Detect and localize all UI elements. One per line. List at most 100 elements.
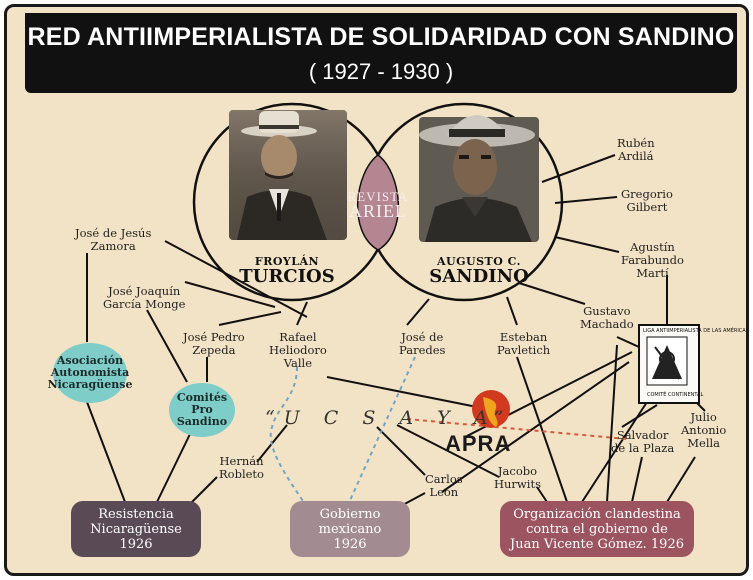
josedejesus-line-1: José de Jesús	[75, 226, 152, 240]
turcios-last-name: TURCIOS	[239, 266, 335, 287]
dashed-ucsaya-salvador	[406, 418, 628, 440]
link-sandino-gregorio	[554, 196, 618, 204]
link-rafael-apra	[326, 376, 478, 408]
gregorio-gilbert: Gregorio Gilbert	[621, 188, 673, 214]
gobierno-line-2: mexicano	[318, 521, 382, 537]
asociacion-autonomista-nicaraguense: Asociación Autonomista Nicaragüense	[48, 343, 132, 403]
link-sandino-josedeparedes	[406, 298, 430, 326]
link-jacobo-organizacion	[536, 486, 548, 503]
agustin-line-3: Martí	[636, 266, 669, 280]
josejoaquin-line-1: José Joaquín	[108, 284, 181, 298]
link-sandino-ruben	[541, 154, 616, 183]
emblem-top-text: LIGA ANTIIMPERIALISTA DE LAS AMÉRICAS	[643, 328, 749, 334]
esteban-line-1: Esteban	[499, 330, 548, 344]
rafael-line-3: Valle	[283, 356, 313, 370]
agustin-line-2: Farabundo	[621, 253, 684, 267]
comites-line-1: Comités	[176, 391, 228, 404]
revista-ariel-label: REVISTA ARIEL	[343, 189, 413, 220]
resistencia-line-2: Nicaragüense	[90, 521, 182, 537]
carlos-line-1: Carlos	[425, 472, 463, 486]
jacobo-hurwits: Jacobo Hurwits	[494, 465, 541, 491]
link-sandino-esteban	[506, 296, 518, 326]
gustavo-line-2: Machado	[580, 317, 634, 331]
link-emblem-julio	[696, 402, 706, 412]
ruben-line-1: Rubén	[617, 136, 655, 150]
turcios-first-name: FROYLÁN	[254, 255, 320, 268]
dashed-josedeparedes-gobierno	[346, 356, 416, 508]
josejoaquin-line-2: García Monge	[103, 297, 186, 311]
jose-joaquin-garcia-monge: José Joaquín García Monge	[103, 285, 185, 311]
julio-line-2: Antonio	[681, 423, 727, 437]
asociacion-line-1: Asociación	[56, 354, 124, 367]
ariel-word: ARIEL	[349, 201, 407, 221]
jacobo-line-1: Jacobo	[497, 464, 538, 478]
esteban-pavletich: Esteban Pavletich	[497, 331, 550, 357]
resistencia-line-1: Resistencia	[98, 506, 174, 522]
ruben-line-2: Ardilá	[618, 149, 654, 163]
hernan-line-1: Hernán	[219, 454, 264, 468]
link-ucsaya-jacobo	[396, 424, 500, 478]
esteban-line-2: Pavletich	[497, 343, 551, 357]
liga-emblem	[638, 324, 700, 404]
gustavo-machado: Gustavo Machado	[580, 305, 634, 331]
gustavo-line-1: Gustavo	[583, 304, 631, 318]
link-julio-organizacion	[666, 456, 696, 503]
sandino-last-name: SANDINO	[429, 266, 529, 287]
ucsaya-label: “U C S A Y A”	[265, 407, 513, 429]
gobierno-line-3: 1926	[333, 536, 367, 552]
link-turcios-josepedro	[218, 311, 282, 326]
julio-line-1: Julio	[690, 410, 717, 424]
link-gustavo-emblem	[616, 336, 640, 348]
julio-antonio-mella: Julio Antonio Mella	[681, 411, 726, 450]
resistencia-nicaraguense-box: Resistencia Nicaragüense 1926	[71, 501, 201, 557]
comites-line-3: Sandino	[176, 415, 228, 428]
sandino-first-name: AUGUSTO C.	[436, 255, 522, 268]
diagram-subtitle: ( 1927 - 1930 )	[308, 59, 454, 84]
apra-label: APRA	[445, 431, 512, 456]
salvador-line-1: Salvador	[616, 428, 669, 442]
turcios-portrait	[229, 110, 347, 240]
josepedro-line-1: José Pedro	[183, 330, 245, 344]
dashed-rafael-gobierno	[269, 366, 308, 508]
gregorio-line-1: Gregorio	[621, 187, 673, 201]
jose-de-paredes: José de Paredes	[399, 331, 445, 357]
link-esteban-organizacion	[516, 356, 568, 503]
sandino-portrait	[419, 115, 539, 242]
organizacion-line-1: Organización clandestina	[513, 506, 681, 522]
comites-line-2: Pro	[191, 403, 213, 416]
link-asociacion-resistencia	[86, 401, 126, 503]
carlos-leon: Carlos León	[425, 473, 463, 499]
rafael-line-2: Heliodoro	[269, 343, 327, 357]
paredes-line-1: José de	[401, 330, 444, 344]
gobierno-mexicano-box: Gobierno mexicano 1926	[290, 501, 410, 557]
link-turcios-rafael	[296, 301, 308, 326]
revista-ariel-lens	[357, 154, 399, 251]
josepedro-line-2: Zepeda	[192, 343, 236, 357]
sandino-name: AUGUSTO C. SANDINO	[419, 255, 539, 286]
gobierno-line-1: Gobierno	[319, 506, 381, 522]
rafael-heliodoro-valle: Rafael Heliodoro Valle	[269, 331, 327, 370]
diagram-title: RED ANTIIMPERIALISTA DE SOLIDARIDAD CON …	[27, 23, 735, 51]
link-josejoaquin-comites	[146, 309, 188, 383]
salvador-line-2: de la Plaza	[611, 441, 675, 455]
agustin-farabundo-marti: Agustín Farabundo Martí	[621, 241, 684, 280]
diagram-frame: RED ANTIIMPERIALISTA DE SOLIDARIDAD CON …	[4, 4, 749, 576]
agustin-line-1: Agustín	[630, 240, 675, 254]
asociacion-line-3: Nicaragüense	[47, 378, 133, 391]
revista-word: REVISTA	[347, 189, 409, 204]
link-emblem-salvador	[621, 404, 658, 428]
link-comites-resistencia	[156, 431, 192, 503]
jose-pedro-zepeda: José Pedro Zepeda	[183, 331, 245, 357]
link-ucsaya-carlos	[376, 426, 426, 476]
rafael-line-1: Rafael	[279, 330, 317, 344]
julio-line-3: Mella	[687, 436, 721, 450]
organizacion-clandestina-box: Organización clandestina contra el gobie…	[500, 501, 694, 557]
link-sandino-agustin	[554, 236, 620, 253]
gregorio-line-2: Gilbert	[626, 200, 668, 214]
asociacion-line-2: Autonomista	[50, 366, 130, 379]
emblem-bottom-text: COMITÉ CONTINENTAL	[647, 392, 704, 398]
resistencia-line-3: 1926	[119, 536, 153, 552]
turcios-name: FROYLÁN TURCIOS	[232, 255, 342, 286]
link-emblem-carlos	[441, 361, 630, 493]
link-josedejesus-turcios	[164, 240, 308, 318]
